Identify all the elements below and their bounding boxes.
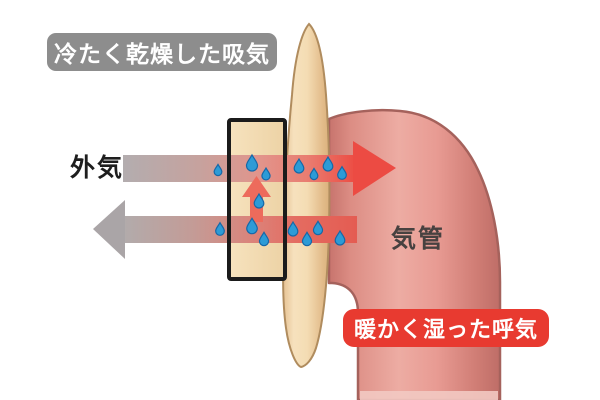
water-droplet-icon (258, 231, 270, 247)
water-droplet-icon (287, 220, 299, 237)
nasal-membrane (282, 22, 331, 369)
water-droplet-icon (245, 153, 259, 172)
water-droplet-icon (293, 157, 305, 174)
trachea-pipe-end-highlight (360, 391, 498, 400)
water-droplet-icon (301, 231, 313, 247)
inhale-arrow-head (353, 141, 396, 196)
water-droplet-icon (309, 167, 319, 181)
inhale-arrow-body (123, 155, 353, 182)
water-droplet-icon (312, 220, 324, 236)
outside-air-label: 外気 (70, 154, 125, 182)
moisture-droplets (213, 153, 347, 247)
water-droplet-icon (246, 217, 258, 235)
exhale-arrow-head (93, 200, 125, 259)
water-droplet-icon (213, 163, 223, 177)
water-droplet-icon (322, 155, 334, 172)
water-droplet-icon (261, 166, 271, 181)
exhale-air-label: 暖かく湿った呼気 (343, 309, 549, 347)
exchange-zone-frame (227, 118, 287, 281)
water-droplet-icon (334, 229, 346, 246)
water-droplet-icon (215, 221, 225, 236)
trachea-label: 気管 (391, 225, 446, 253)
inhale-air-label: 冷たく乾燥した吸気 (47, 33, 277, 71)
water-droplet-icon (337, 165, 347, 180)
water-droplet-icon (253, 192, 265, 209)
